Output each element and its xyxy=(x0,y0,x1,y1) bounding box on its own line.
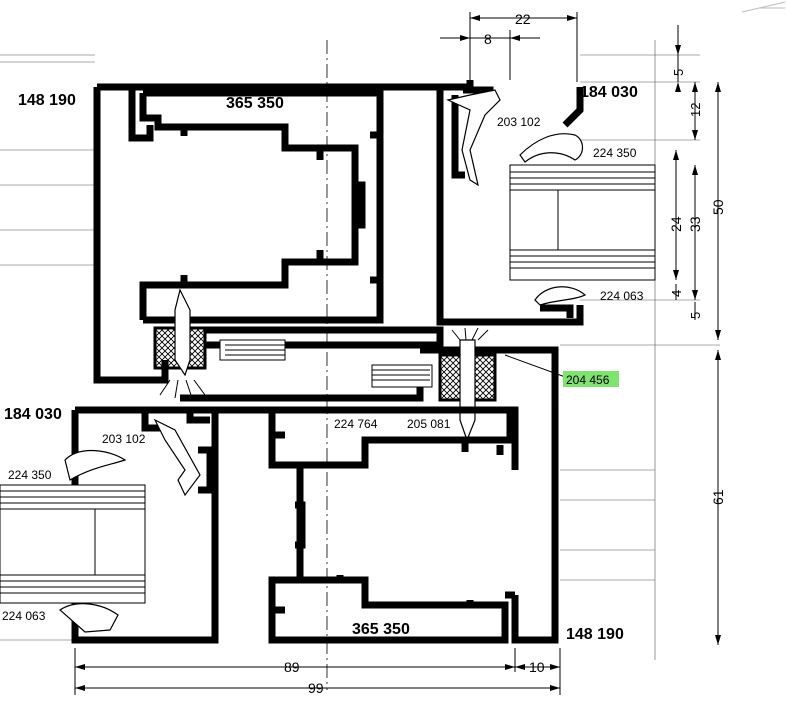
dim-5-mid: 5 xyxy=(688,312,703,319)
reference-lines xyxy=(0,40,720,690)
label-203102-bottom: 203 102 xyxy=(102,432,146,446)
dim-10: 10 xyxy=(529,659,545,675)
dimension-lines xyxy=(74,12,721,695)
corner-mark xyxy=(741,1,786,13)
glazing-bottom xyxy=(0,484,146,604)
label-224764: 224 764 xyxy=(334,417,378,431)
label-184030-top: 184 030 xyxy=(580,84,638,101)
glazing-top xyxy=(446,86,656,318)
dim-61: 61 xyxy=(710,489,726,505)
dim-50: 50 xyxy=(710,199,726,215)
label-205081: 205 081 xyxy=(407,417,451,431)
dim-24: 24 xyxy=(668,216,684,232)
label-224350-bottom: 224 350 xyxy=(8,468,52,482)
dim-5-top: 5 xyxy=(671,69,686,76)
dim-4: 4 xyxy=(669,290,684,297)
dim-12: 12 xyxy=(688,103,703,117)
dim-89: 89 xyxy=(284,659,300,675)
label-204456: 204 456 xyxy=(566,373,610,387)
label-224063-top: 224 063 xyxy=(600,289,644,303)
highlight-204456 xyxy=(563,371,619,387)
label-148190-bottom: 148 190 xyxy=(566,626,624,643)
label-224350-top: 224 350 xyxy=(593,146,637,160)
label-148190-top: 148 190 xyxy=(18,92,76,109)
sash-profile-bottom-left xyxy=(59,406,219,644)
dim-8: 8 xyxy=(484,31,492,47)
label-365350-top: 365 350 xyxy=(226,95,284,112)
frame-profile-bottom xyxy=(215,406,519,644)
label-365350-bottom: 365 350 xyxy=(352,621,410,638)
sash-profile-top xyxy=(139,89,384,324)
label-203102-top: 203 102 xyxy=(497,115,541,129)
coupling-middle xyxy=(153,288,569,644)
dim-22: 22 xyxy=(515,11,531,27)
dim-99: 99 xyxy=(308,680,324,696)
label-184030-bottom: 184 030 xyxy=(4,406,62,423)
label-224063-bottom: 224 063 xyxy=(2,609,46,623)
dim-33: 33 xyxy=(687,216,703,232)
